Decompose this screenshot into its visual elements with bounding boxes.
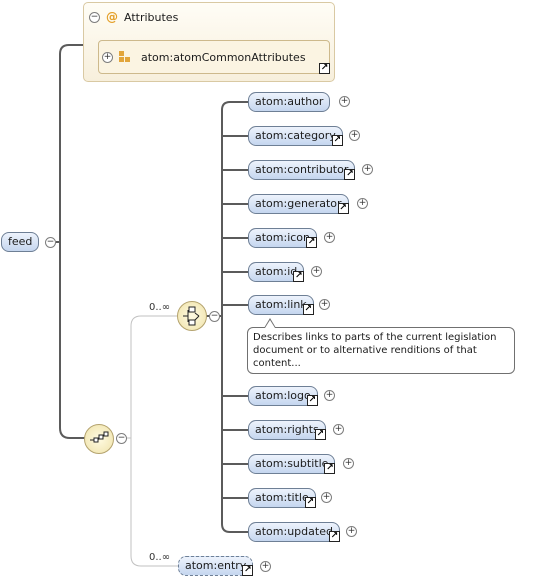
reference-arrow-icon: ↗ bbox=[314, 429, 326, 440]
expand-toggle-atom-title[interactable]: + bbox=[321, 492, 332, 503]
reference-arrow-icon: ↗ bbox=[324, 463, 336, 474]
reference-arrow-icon: ↗ bbox=[319, 63, 330, 74]
reference-arrow-icon: ↗ bbox=[331, 135, 343, 146]
expand-toggle-atom-author[interactable]: + bbox=[339, 96, 350, 107]
reference-arrow-icon: ↗ bbox=[328, 531, 340, 542]
documentation-tooltip: Describes links to parts of the current … bbox=[247, 327, 515, 374]
element-atom-logo[interactable]: atom:logo ↗ bbox=[248, 386, 318, 406]
reference-arrow-icon: ↗ bbox=[293, 271, 305, 282]
attribute-group-label: atom:atomCommonAttributes bbox=[141, 50, 306, 64]
attribute-at-icon: @ bbox=[106, 10, 118, 24]
element-label: atom:logo bbox=[255, 389, 311, 402]
expand-toggle-atom-icon[interactable]: + bbox=[324, 232, 335, 243]
element-atom-generator[interactable]: atom:generator ↗ bbox=[248, 194, 349, 214]
expand-toggle-atom-generator[interactable]: + bbox=[357, 198, 368, 209]
reference-arrow-icon: ↗ bbox=[306, 395, 318, 406]
root-element-label: feed bbox=[8, 235, 33, 248]
element-atom-contributor[interactable]: atom:contributor ↗ bbox=[248, 160, 356, 180]
choice-multiplicity: 0..∞ bbox=[149, 302, 171, 313]
element-label: atom:rights bbox=[255, 423, 319, 436]
expand-toggle-atom-category[interactable]: + bbox=[349, 130, 360, 141]
element-atom-link[interactable]: atom:link ↗ bbox=[248, 295, 314, 315]
element-atom-icon[interactable]: atom:icon ↗ bbox=[248, 228, 318, 248]
attributes-header: − @ Attributes bbox=[89, 9, 178, 25]
element-atom-updated[interactable]: atom:updated ↗ bbox=[248, 522, 340, 542]
reference-arrow-icon: ↗ bbox=[337, 203, 349, 214]
attributes-title: Attributes bbox=[124, 10, 179, 24]
expand-toggle-atom-subtitle[interactable]: + bbox=[343, 458, 354, 469]
element-label: atom:contributor bbox=[255, 163, 349, 176]
element-atom-category[interactable]: atom:category ↗ bbox=[248, 126, 343, 146]
element-atom-entry[interactable]: atom:entry ↗ bbox=[178, 556, 254, 576]
reference-arrow-icon: ↗ bbox=[302, 304, 314, 315]
sequence-compositor-icon[interactable] bbox=[84, 424, 114, 454]
root-element-feed[interactable]: feed bbox=[1, 232, 40, 252]
element-label: atom:generator bbox=[255, 197, 342, 210]
choice-collapse-toggle[interactable]: − bbox=[209, 311, 220, 322]
element-label: atom:entry bbox=[185, 559, 247, 572]
choice-compositor-icon[interactable] bbox=[177, 301, 207, 331]
element-label: atom:author bbox=[255, 95, 324, 108]
element-atom-subtitle[interactable]: atom:subtitle ↗ bbox=[248, 454, 336, 474]
entry-multiplicity: 0..∞ bbox=[149, 552, 171, 563]
attribute-group-ref[interactable]: + atom:atomCommonAttributes ↗ bbox=[98, 40, 330, 74]
reference-arrow-icon: ↗ bbox=[306, 237, 318, 248]
element-atom-rights[interactable]: atom:rights ↗ bbox=[248, 420, 326, 440]
sequence-collapse-toggle[interactable]: − bbox=[116, 433, 127, 444]
element-atom-title[interactable]: atom:title ↗ bbox=[248, 488, 316, 508]
element-label: atom:icon bbox=[255, 231, 311, 244]
element-label: atom:subtitle bbox=[255, 457, 329, 470]
element-label: atom:updated bbox=[255, 525, 333, 538]
reference-arrow-icon: ↗ bbox=[304, 497, 316, 508]
expand-toggle-atom-updated[interactable]: + bbox=[346, 526, 357, 537]
feed-collapse-toggle[interactable]: − bbox=[45, 237, 56, 248]
element-label: atom:title bbox=[255, 491, 309, 504]
reference-arrow-icon: ↗ bbox=[242, 565, 254, 576]
expand-toggle-atom-link[interactable]: + bbox=[319, 299, 330, 310]
attributes-panel: − @ Attributes + atom:atomCommonAttribut… bbox=[83, 2, 335, 82]
expand-toggle-atom-logo[interactable]: + bbox=[324, 390, 335, 401]
element-label: atom:id bbox=[255, 265, 298, 278]
expand-toggle-atom-id[interactable]: + bbox=[311, 266, 322, 277]
expand-toggle-atom-entry[interactable]: + bbox=[260, 561, 271, 572]
tooltip-pointer-fill bbox=[265, 320, 275, 328]
attributes-collapse-toggle[interactable]: − bbox=[89, 11, 100, 23]
element-atom-id[interactable]: atom:id ↗ bbox=[248, 262, 305, 282]
element-label: atom:category bbox=[255, 129, 336, 142]
expand-toggle-atom-contributor[interactable]: + bbox=[362, 164, 373, 175]
element-atom-author[interactable]: atom:author bbox=[248, 92, 331, 112]
expand-toggle-atom-rights[interactable]: + bbox=[333, 424, 344, 435]
reference-arrow-icon: ↗ bbox=[344, 169, 356, 180]
attribute-group-expand-toggle[interactable]: + bbox=[102, 51, 113, 63]
attribute-group-icon bbox=[119, 51, 131, 63]
element-label: atom:link bbox=[255, 298, 307, 311]
